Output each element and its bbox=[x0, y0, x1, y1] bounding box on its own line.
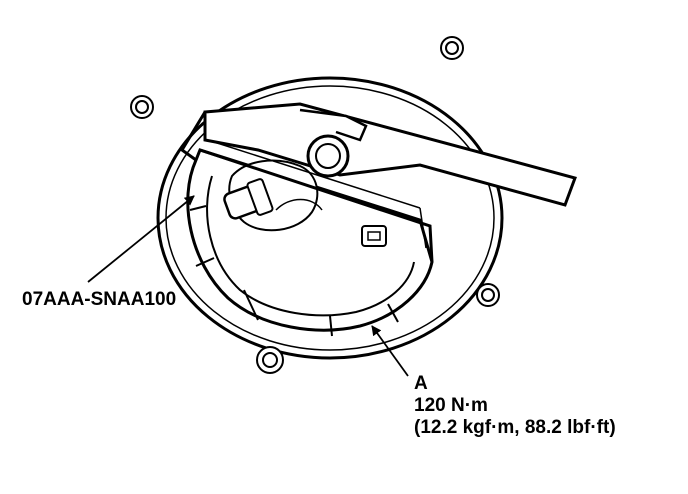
lock-nut-leader-arrow bbox=[371, 325, 409, 377]
mounting-nut-bottom bbox=[256, 346, 284, 374]
tool-leader-arrow bbox=[87, 195, 195, 283]
callout-letter-a: A bbox=[414, 373, 428, 394]
tool-part-number: 07AAA-SNAA100 bbox=[22, 289, 177, 310]
mounting-nut-left bbox=[130, 95, 154, 119]
mounting-nut-top-right bbox=[440, 36, 464, 60]
tool-pivot bbox=[299, 108, 368, 178]
torque-spec-alternate-units: (12.2 kgf·m, 88.2 lbf·ft) bbox=[414, 417, 616, 438]
pump-flange bbox=[223, 159, 387, 247]
special-tool-bar bbox=[179, 102, 577, 263]
mounting-nut-right bbox=[476, 283, 500, 307]
torque-spec-nm: 120 N·m bbox=[414, 395, 488, 416]
